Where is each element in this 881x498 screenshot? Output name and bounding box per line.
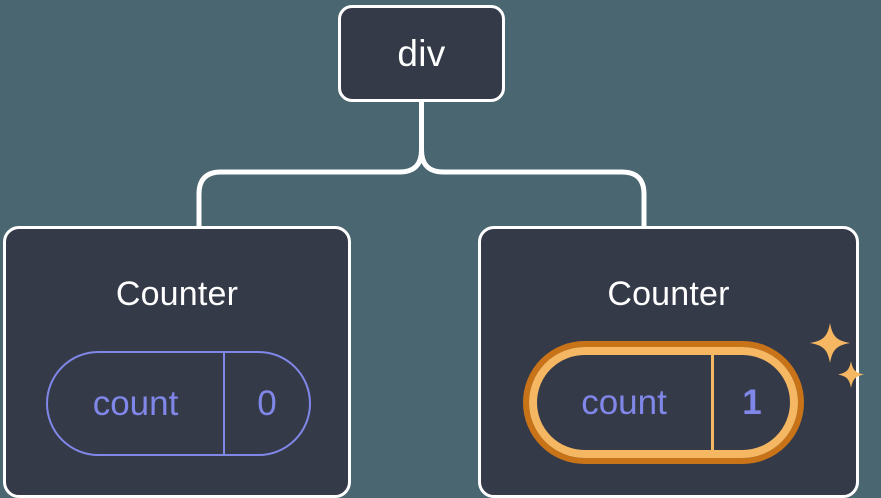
state-pill-highlight-outer-ring xyxy=(523,341,804,464)
state-value-label: 1 xyxy=(742,383,762,422)
state-pill-value-cell: 1 xyxy=(714,355,790,450)
state-pill-count-right[interactable]: count 1 xyxy=(523,341,804,464)
state-key-label: count xyxy=(581,383,667,422)
state-pill-key-cell: count xyxy=(537,355,714,450)
sparkle-icon xyxy=(810,323,850,363)
state-key-label: count xyxy=(92,384,179,423)
state-pill-count-left[interactable]: count 0 xyxy=(46,351,311,456)
node-counter-left-label: Counter xyxy=(115,275,239,313)
node-counter-right-label: Counter xyxy=(607,275,730,313)
state-pill-key-cell: count xyxy=(48,353,225,454)
node-div[interactable]: div xyxy=(338,5,505,102)
sparkles-group xyxy=(810,323,864,388)
node-div-label: div xyxy=(397,33,446,74)
sparkle-small-icon xyxy=(838,361,864,388)
state-value-label: 0 xyxy=(257,384,277,423)
node-counter-left[interactable]: Counter count 0 xyxy=(3,226,351,498)
node-counter-right[interactable]: Counter count 1 xyxy=(478,226,864,498)
state-pill-value-cell: 0 xyxy=(225,353,309,454)
state-pill-highlight-inner-ring: count 1 xyxy=(529,347,798,458)
